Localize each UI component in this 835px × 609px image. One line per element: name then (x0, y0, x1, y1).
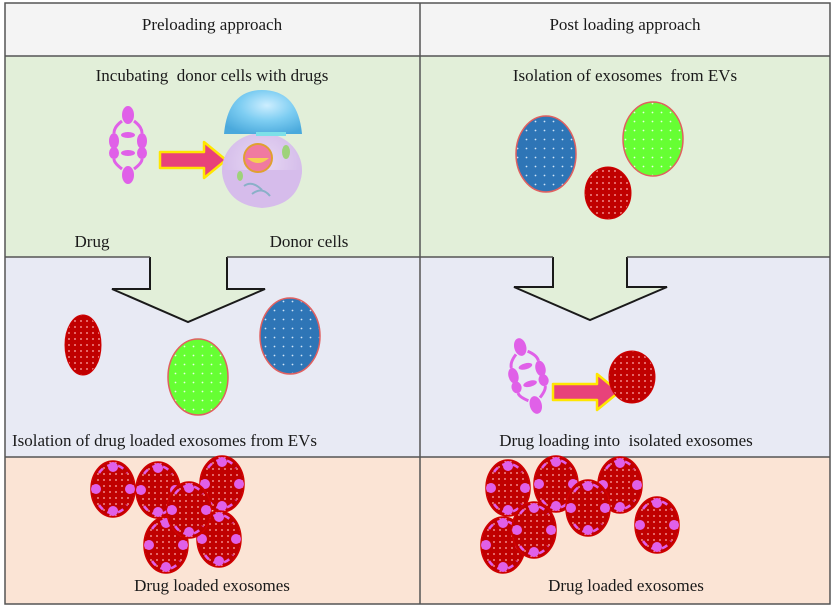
table-grid (4, 2, 831, 605)
column-header-preloading: Preloading approach (142, 15, 283, 34)
drug-label: Drug (75, 232, 110, 251)
result-caption-left: Drug loaded exosomes (134, 576, 290, 595)
step-caption-isolation-loaded: Isolation of drug loaded exosomes from E… (12, 431, 317, 450)
drug-loaded-exosome-icon (564, 478, 612, 538)
exosome-red-icon (584, 166, 632, 220)
down-arrow-icon (513, 257, 668, 322)
exosome-blue-icon (259, 297, 321, 375)
exosome-red-icon (608, 350, 656, 404)
row-1 (5, 56, 830, 257)
result-caption-right: Drug loaded exosomes (548, 576, 704, 595)
donor-cells-label: Donor cells (270, 232, 349, 251)
row-2 (5, 257, 830, 457)
exosome-green-icon (167, 338, 229, 416)
step-caption-drug-loading: Drug loading into isolated exosomes (499, 431, 753, 450)
drug-loaded-exosome-icon (89, 459, 137, 519)
down-arrow-icon (111, 257, 266, 324)
donor-cell-icon (222, 90, 302, 208)
drug-loaded-exosome-icon (510, 500, 558, 560)
drug-loaded-exosome-icon (633, 495, 681, 555)
exosome-blue-icon (515, 115, 577, 193)
step-title-isolation: Isolation of exosomes from EVs (513, 66, 737, 85)
step-title-incubating: Incubating donor cells with drugs (96, 66, 329, 85)
exosome-green-icon (622, 101, 684, 177)
exosome-red-icon (64, 314, 102, 376)
drug-loaded-exosome-icon (165, 480, 213, 540)
column-header-post-loading: Post loading approach (549, 15, 701, 34)
header-row (5, 3, 830, 56)
